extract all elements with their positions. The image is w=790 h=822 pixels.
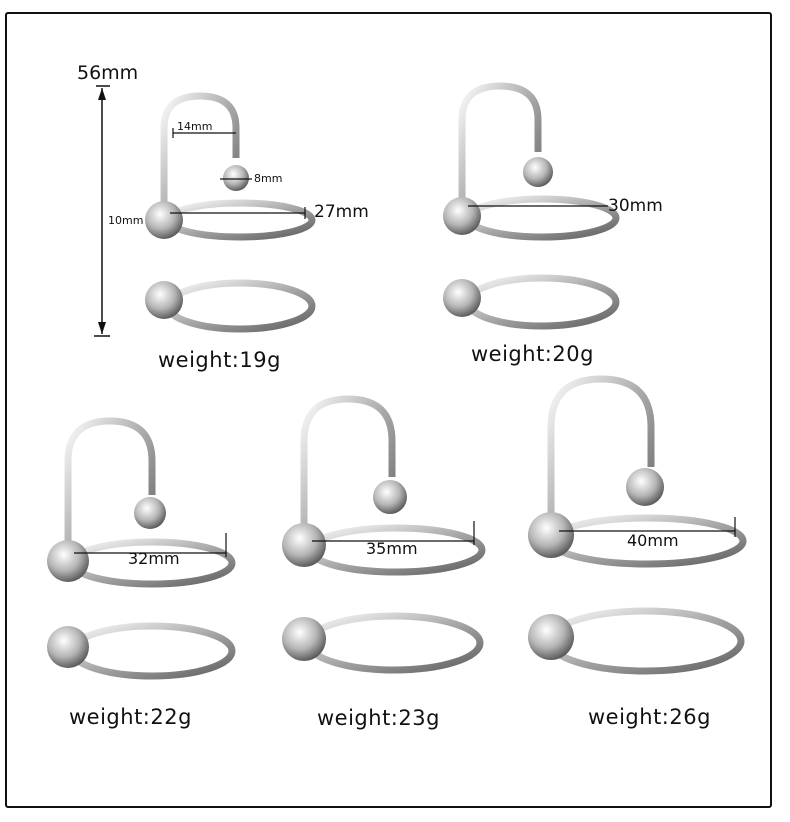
image-frame bbox=[5, 12, 772, 808]
ring-product-illustration bbox=[145, 92, 316, 333]
ring-size-label: 40mm bbox=[627, 531, 679, 550]
ring-size-label: 30mm bbox=[608, 196, 663, 216]
ring-size-label: 32mm bbox=[128, 549, 180, 568]
product-item-1: 14mm 8mm 10mm 27mm bbox=[108, 88, 369, 338]
product-item-5: 40mm bbox=[527, 375, 752, 680]
ring-product-illustration bbox=[282, 395, 486, 674]
ring-product-illustration bbox=[443, 82, 620, 330]
height-arrow-icon bbox=[94, 85, 110, 337]
ring-product-illustration bbox=[528, 375, 747, 675]
ring-size-label: 27mm bbox=[314, 202, 369, 222]
product-item-2: 30mm bbox=[438, 80, 663, 335]
weight-label: weight:23g bbox=[317, 706, 440, 730]
ring-product-illustration bbox=[47, 417, 236, 680]
ball-large-label: 10mm bbox=[108, 214, 144, 227]
weight-label: weight:20g bbox=[471, 342, 594, 366]
ring-size-label: 35mm bbox=[366, 539, 418, 558]
product-item-3: 32mm bbox=[44, 415, 244, 680]
height-label: 56mm bbox=[77, 62, 139, 84]
ball-small-label: 8mm bbox=[254, 172, 283, 185]
weight-label: weight:22g bbox=[69, 705, 192, 729]
hook-width-label: 14mm bbox=[177, 120, 213, 133]
weight-label: weight:19g bbox=[158, 348, 281, 372]
product-item-4: 35mm bbox=[280, 393, 490, 678]
weight-label: weight:26g bbox=[588, 705, 711, 729]
